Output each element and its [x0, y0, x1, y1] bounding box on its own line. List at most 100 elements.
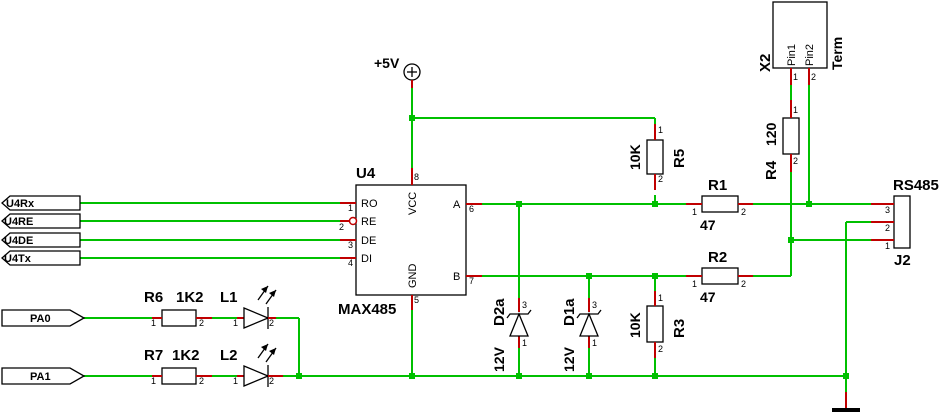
svg-text:1: 1 — [522, 338, 527, 348]
r1-value: 47 — [700, 217, 716, 233]
svg-text:1: 1 — [692, 279, 697, 289]
r3-value: 10K — [627, 312, 643, 338]
svg-text:RE: RE — [361, 216, 376, 228]
connector-x2: Pin1 Pin2 1 2 X2 Term — [757, 1, 845, 85]
u4-max485: U4 MAX485 RO RE DE DI 1 2 3 4 VCC GND 8 … — [338, 165, 482, 318]
diode-d2a: 3 1 D2a 12V — [491, 298, 532, 372]
led-l2: 1 2 L2 — [220, 343, 283, 387]
svg-text:2: 2 — [811, 72, 816, 82]
resistor-r1: 1 2 R1 47 — [686, 177, 753, 233]
svg-text:B: B — [453, 271, 460, 283]
svg-text:1: 1 — [793, 105, 798, 115]
svg-text:DE: DE — [361, 235, 376, 247]
svg-text:GND: GND — [407, 264, 419, 289]
r4-value: 120 — [763, 122, 779, 146]
svg-text:2: 2 — [793, 156, 798, 166]
resistor-r5: 1 2 10K R5 — [627, 124, 688, 190]
svg-text:1: 1 — [793, 72, 798, 82]
svg-text:PA0: PA0 — [30, 313, 51, 325]
svg-text:1: 1 — [885, 241, 890, 251]
port-u4de: U4DE — [1, 232, 81, 248]
r6-value: 1K2 — [176, 289, 204, 306]
junctions — [296, 115, 849, 379]
l1-ref: L1 — [220, 289, 238, 306]
svg-text:U4RE: U4RE — [4, 216, 33, 228]
svg-text:4: 4 — [348, 258, 353, 268]
x2-name: Term — [829, 37, 845, 70]
svg-text:1: 1 — [233, 318, 238, 328]
r5-ref: R5 — [671, 149, 688, 168]
svg-text:U4Rx: U4Rx — [6, 198, 35, 210]
r1-ref: R1 — [708, 177, 727, 194]
svg-text:1: 1 — [658, 125, 663, 135]
connector-j2: 3 2 1 RS485 J2 — [871, 177, 939, 269]
svg-text:VCC: VCC — [407, 192, 419, 215]
svg-text:2: 2 — [199, 376, 204, 386]
resistor-r3: 1 2 10K R3 — [627, 291, 688, 358]
svg-text:5: 5 — [414, 295, 419, 305]
r7-value: 1K2 — [172, 347, 200, 364]
svg-text:3: 3 — [885, 205, 890, 215]
svg-text:3: 3 — [348, 240, 353, 250]
svg-text:8: 8 — [414, 172, 419, 182]
ground-icon — [832, 392, 860, 412]
svg-text:U4Tx: U4Tx — [4, 253, 32, 265]
u4-value: MAX485 — [338, 301, 396, 318]
svg-text:2: 2 — [269, 318, 274, 328]
svg-text:DI: DI — [361, 253, 372, 265]
svg-text:2: 2 — [199, 318, 204, 328]
svg-text:Pin1: Pin1 — [786, 44, 798, 66]
svg-text:1: 1 — [151, 376, 156, 386]
svg-text:2: 2 — [741, 279, 746, 289]
svg-text:2: 2 — [269, 376, 274, 386]
svg-text:PA1: PA1 — [30, 371, 51, 383]
j2-ref: J2 — [894, 252, 911, 269]
diode-d1a: 3 1 D1a 12V — [561, 298, 602, 372]
svg-text:1: 1 — [348, 203, 353, 213]
j2-value: RS485 — [893, 177, 939, 194]
svg-text:U4DE: U4DE — [4, 235, 33, 247]
port-u4tx: U4Tx — [1, 250, 81, 266]
r7-ref: R7 — [144, 347, 163, 364]
r6-ref: R6 — [144, 289, 163, 306]
wires — [80, 85, 871, 392]
d2a-ref: D2a — [491, 298, 508, 326]
svg-text:7: 7 — [469, 276, 474, 286]
svg-text:2: 2 — [658, 174, 663, 184]
x2-ref: X2 — [757, 54, 774, 72]
svg-text:2: 2 — [885, 223, 890, 233]
svg-text:3: 3 — [522, 300, 527, 310]
port-u4rx: U4Rx — [1, 195, 81, 211]
svg-text:1: 1 — [658, 293, 663, 303]
svg-text:6: 6 — [469, 204, 474, 214]
u4-ref: U4 — [356, 165, 376, 182]
svg-text:2: 2 — [339, 222, 344, 232]
svg-text:1: 1 — [151, 318, 156, 328]
power-5v-symbol: +5V — [374, 55, 421, 88]
resistor-r4: 1 2 120 R4 — [763, 100, 800, 180]
d1a-ref: D1a — [561, 298, 578, 326]
r2-value: 47 — [700, 289, 716, 305]
svg-text:1: 1 — [233, 376, 238, 386]
r5-value: 10K — [627, 144, 643, 170]
r2-ref: R2 — [708, 249, 727, 266]
svg-text:1: 1 — [592, 338, 597, 348]
r3-ref: R3 — [671, 319, 688, 338]
d2a-value: 12V — [491, 346, 507, 372]
d1a-value: 12V — [561, 346, 577, 372]
power-5v-label: +5V — [374, 55, 400, 71]
svg-text:A: A — [453, 199, 461, 211]
resistor-r6: 1 2 R6 1K2 — [144, 289, 212, 328]
port-pa1: PA1 — [1, 367, 86, 385]
svg-text:1: 1 — [692, 207, 697, 217]
resistor-r7: 1 2 R7 1K2 — [144, 347, 212, 386]
l2-ref: L2 — [220, 347, 238, 364]
r4-ref: R4 — [763, 160, 780, 180]
svg-text:2: 2 — [741, 207, 746, 217]
port-pa0: PA0 — [1, 309, 86, 327]
resistor-r2: 1 2 R2 47 — [686, 249, 753, 305]
svg-text:2: 2 — [658, 344, 663, 354]
port-u4re: U4RE — [1, 213, 81, 229]
svg-text:Pin2: Pin2 — [804, 44, 816, 66]
